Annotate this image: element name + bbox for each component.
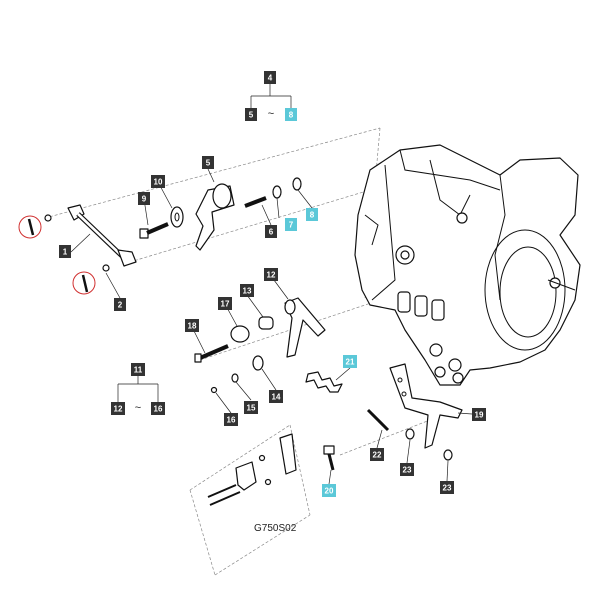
lower-subassembly	[207, 433, 297, 506]
upper-lever-group	[139, 177, 302, 251]
callout-label-16: 16	[224, 413, 238, 426]
callout-label-23-bolt: 23	[440, 481, 454, 494]
label-2-text: 2	[118, 301, 123, 310]
label-6-text: 6	[269, 228, 274, 237]
label-13-text: 13	[243, 287, 252, 296]
label-17-text: 17	[221, 300, 230, 309]
range-tilde-group: ~	[135, 402, 141, 414]
label-9-text: 9	[142, 195, 147, 204]
label-22-text: 22	[373, 451, 382, 460]
label-4-text: 4	[268, 74, 273, 83]
callout-label-21: 21	[343, 355, 357, 368]
label-23a-text: 23	[403, 466, 412, 475]
callout-label-4: 4	[264, 71, 276, 84]
callout-label-19: 19	[472, 408, 486, 421]
label-16-grp-text: 16	[154, 405, 163, 414]
callout-label-6: 6	[265, 225, 277, 238]
callout-label-23-nut: 23	[400, 463, 414, 476]
callout-label-8: 8	[306, 208, 318, 221]
callout-label-12-range-start: 12	[111, 402, 125, 415]
label-8-text: 8	[310, 211, 315, 220]
callout-label-2: 2	[114, 298, 126, 311]
callout-label-22: 22	[370, 448, 384, 461]
callout-label-1: 1	[59, 245, 71, 258]
callout-label-17: 17	[218, 297, 232, 310]
callout-label-5: 5	[202, 156, 214, 169]
label-7-text: 7	[289, 221, 294, 230]
label-1-text: 1	[63, 248, 68, 257]
callout-label-15: 15	[244, 401, 258, 414]
callout-label-20: 20	[322, 484, 336, 497]
callout-label-7: 7	[285, 218, 297, 231]
label-12-grp-text: 12	[114, 405, 123, 414]
label-10-text: 10	[154, 178, 163, 187]
label-18-text: 18	[188, 322, 197, 331]
label-23b-text: 23	[443, 484, 452, 493]
label-14-text: 14	[272, 393, 281, 402]
callout-label-5-range-start: 5	[245, 108, 257, 121]
callout-label-14: 14	[269, 390, 283, 403]
callout-label-18: 18	[185, 319, 199, 332]
range-tilde-top: ~	[268, 108, 274, 120]
rod-assembly	[18, 204, 137, 295]
bracket-group	[323, 363, 463, 471]
label-21-text: 21	[346, 358, 355, 367]
label-11-text: 11	[134, 366, 143, 375]
callout-label-13: 13	[240, 284, 254, 297]
label-20-text: 20	[325, 487, 334, 496]
callout-label-9: 9	[138, 192, 150, 205]
middle-lever-group	[194, 297, 343, 394]
callout-label-12: 12	[264, 268, 278, 281]
callout-label-10: 10	[151, 175, 165, 188]
label-5-text: 5	[249, 111, 254, 120]
transmission-housing	[354, 144, 581, 386]
label-19-text: 19	[475, 411, 484, 420]
label-5-part-text: 5	[206, 159, 211, 168]
label-15-text: 15	[247, 404, 256, 413]
callout-label-16-range-end: 16	[151, 402, 165, 415]
diagram-code: G750S02	[254, 523, 297, 534]
label-12-part-text: 12	[267, 271, 276, 280]
label-16-part-text: 16	[227, 416, 236, 425]
callout-label-11: 11	[131, 363, 145, 376]
callout-label-8-range-end: 8	[285, 108, 297, 121]
label-8-top-text: 8	[289, 111, 294, 120]
